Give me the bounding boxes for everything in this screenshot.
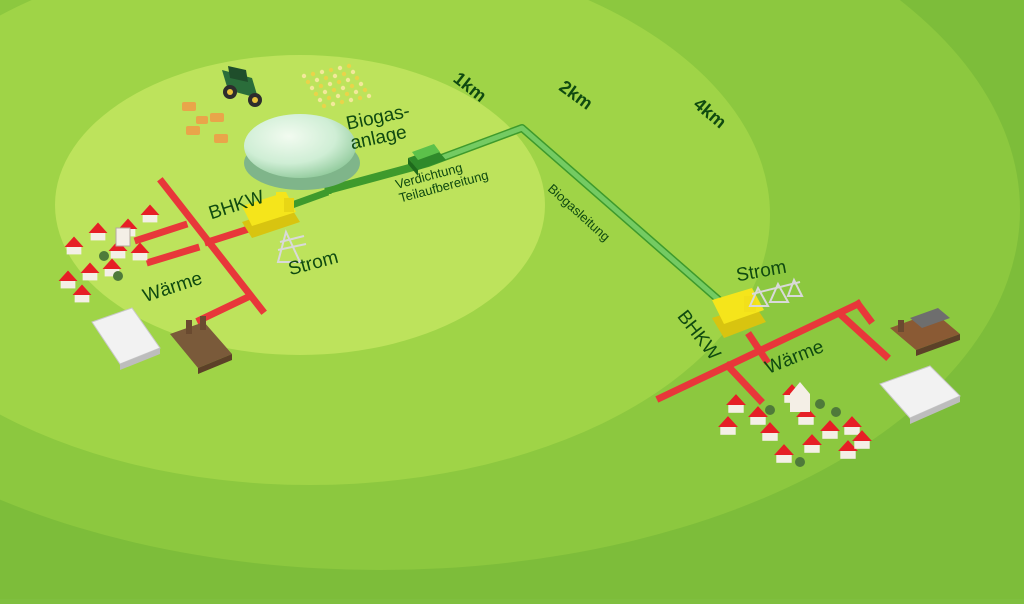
factory-right-icon [890,308,960,356]
house-icon [838,440,858,459]
power-pylon-left-icon [276,229,307,263]
house-icon [102,258,122,277]
house-icon [802,434,822,453]
cows-icon [182,102,228,143]
church-right-icon [790,382,810,412]
house-icon [88,222,108,241]
tree-icon [99,251,109,261]
chp-unit-left-icon [242,192,300,238]
village-left [58,204,160,303]
digester-dome-icon [244,114,360,190]
house-icon [140,204,160,223]
house-icon [726,394,746,413]
house-icon [718,416,738,435]
tree-icon [795,457,805,467]
factory-left-icon [170,316,232,374]
village-right [718,382,872,467]
tree-icon [113,271,123,281]
house-icon [774,444,794,463]
tractor-icon [222,66,262,107]
house-icon [80,262,100,281]
house-icon [842,416,862,435]
tree-icon [765,405,775,415]
chp-unit-right-icon [712,288,766,338]
biogas-pipeline-highlight [427,125,730,310]
church-icon [115,227,131,247]
tree-icon [815,399,825,409]
house-icon [852,430,872,449]
gas-pipe-bhkw-left [290,188,330,209]
house-icon [58,270,78,289]
house-icon [130,242,150,261]
crop-field-icon [301,63,372,109]
greenhouse-right-icon [879,365,961,424]
greenhouse-left-icon [91,307,161,370]
house-icon [72,284,92,303]
power-pylon-right-icon [748,277,804,307]
house-icon [760,422,780,441]
tree-icon [831,407,841,417]
heat-network-right [655,299,891,405]
house-icon [820,420,840,439]
house-icon [64,236,84,255]
house-icon [748,406,768,425]
compressor-icon [408,144,446,176]
